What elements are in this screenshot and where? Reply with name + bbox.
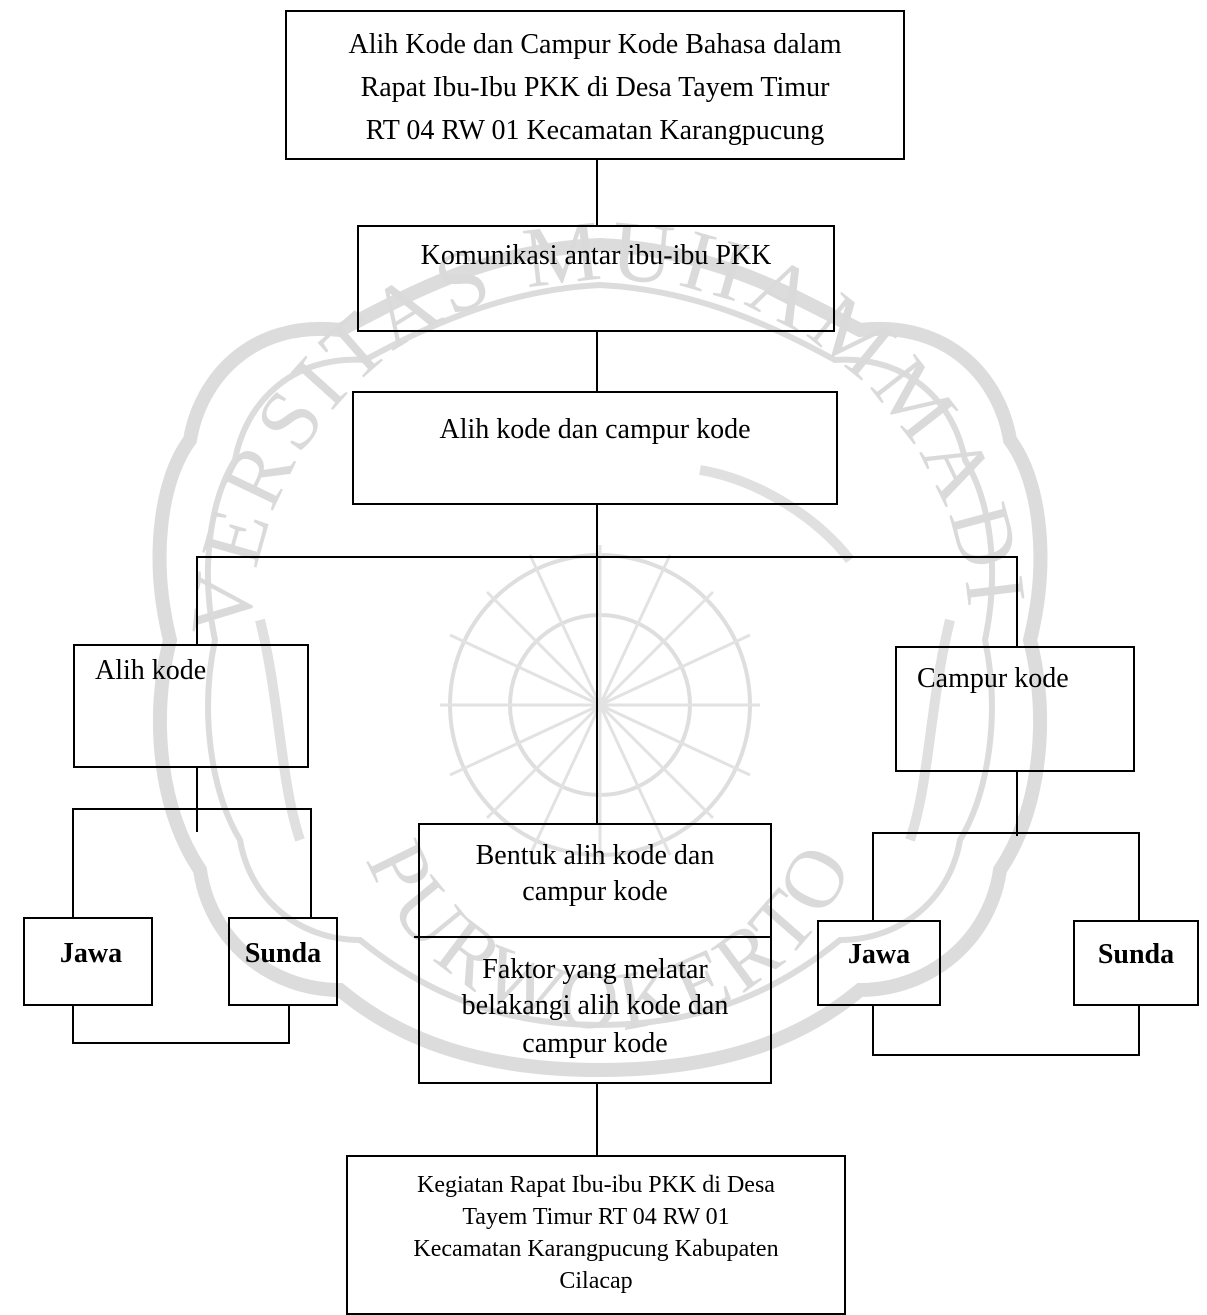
code-switching-label: Alih kode xyxy=(95,655,207,686)
connector-code-mixing-down xyxy=(1016,770,1018,836)
left-javanese-label: Jawa xyxy=(59,938,123,969)
connector-left-bottom-left xyxy=(72,1004,74,1044)
connector-communication-to-switch-mix xyxy=(596,330,598,392)
forms-and-factors-box: Bentuk alih kode dan campur kode Faktor … xyxy=(414,823,772,1084)
top-title-box: Alih Kode dan Campur Kode Bahasa dalam R… xyxy=(285,10,905,160)
left-sundanese-label: Sunda xyxy=(244,938,322,969)
connector-right-bottom-left xyxy=(872,1004,874,1056)
communication-label: Komunikasi antar ibu-ibu PKK xyxy=(420,240,772,271)
code-switching-box: Alih kode xyxy=(73,644,309,768)
connector-code-switching-down xyxy=(196,766,198,832)
connector-left-split xyxy=(72,808,312,810)
activity-line-3: Kecamatan Karangpucung Kabupaten xyxy=(413,1236,779,1262)
connector-right-bottom-right xyxy=(1138,1004,1140,1056)
switch-and-mix-label: Alih kode dan campur kode xyxy=(439,414,751,445)
factors-line-1: Faktor yang melatar xyxy=(482,954,708,985)
top-title-line-3: RT 04 RW 01 Kecamatan Karangpucung xyxy=(365,115,825,146)
forms-line-2: campur kode xyxy=(522,876,668,907)
connector-left-split-right xyxy=(310,808,312,918)
forms-factors-divider xyxy=(414,936,770,938)
left-sundanese-box: Sunda xyxy=(228,917,338,1006)
connector-left-bottom-join xyxy=(72,1042,290,1044)
connector-right-split xyxy=(872,832,1140,834)
code-mixing-label: Campur kode xyxy=(917,663,1069,694)
right-javanese-box: Jawa xyxy=(817,920,941,1006)
connector-switch-mix-trunk xyxy=(596,503,598,824)
connector-right-bottom-join xyxy=(872,1054,1140,1056)
activity-line-1: Kegiatan Rapat Ibu-ibu PKK di Desa xyxy=(417,1172,775,1198)
forms-line-1: Bentuk alih kode dan xyxy=(475,840,715,871)
right-javanese-label: Jawa xyxy=(847,939,911,970)
activity-box: Kegiatan Rapat Ibu-ibu PKK di Desa Tayem… xyxy=(346,1155,846,1315)
factors-line-2: belakangi alih kode dan xyxy=(461,990,729,1021)
connector-branch-right-drop xyxy=(1016,556,1018,646)
factors-line-3: campur kode xyxy=(522,1028,668,1059)
right-sundanese-box: Sunda xyxy=(1073,920,1199,1006)
top-title-line-1: Alih Kode dan Campur Kode Bahasa dalam xyxy=(348,29,842,60)
top-title-line-2: Rapat Ibu-Ibu PKK di Desa Tayem Timur xyxy=(360,72,830,103)
right-sundanese-label: Sunda xyxy=(1097,939,1175,970)
connector-factors-to-activity xyxy=(596,1082,598,1156)
code-mixing-box: Campur kode xyxy=(895,646,1135,772)
connector-right-split-left xyxy=(872,832,874,922)
connector-branch-left-drop xyxy=(196,556,198,646)
connector-title-to-communication xyxy=(596,158,598,226)
connector-left-bottom-right xyxy=(288,1004,290,1044)
activity-line-2: Tayem Timur RT 04 RW 01 xyxy=(462,1204,730,1230)
switch-and-mix-box: Alih kode dan campur kode xyxy=(352,391,838,505)
connector-branch-horizontal xyxy=(196,556,1018,558)
connector-right-split-right xyxy=(1138,832,1140,922)
communication-box: Komunikasi antar ibu-ibu PKK xyxy=(357,225,835,332)
connector-left-split-left xyxy=(72,808,74,918)
activity-line-4: Cilacap xyxy=(559,1268,633,1294)
left-javanese-box: Jawa xyxy=(23,917,153,1006)
